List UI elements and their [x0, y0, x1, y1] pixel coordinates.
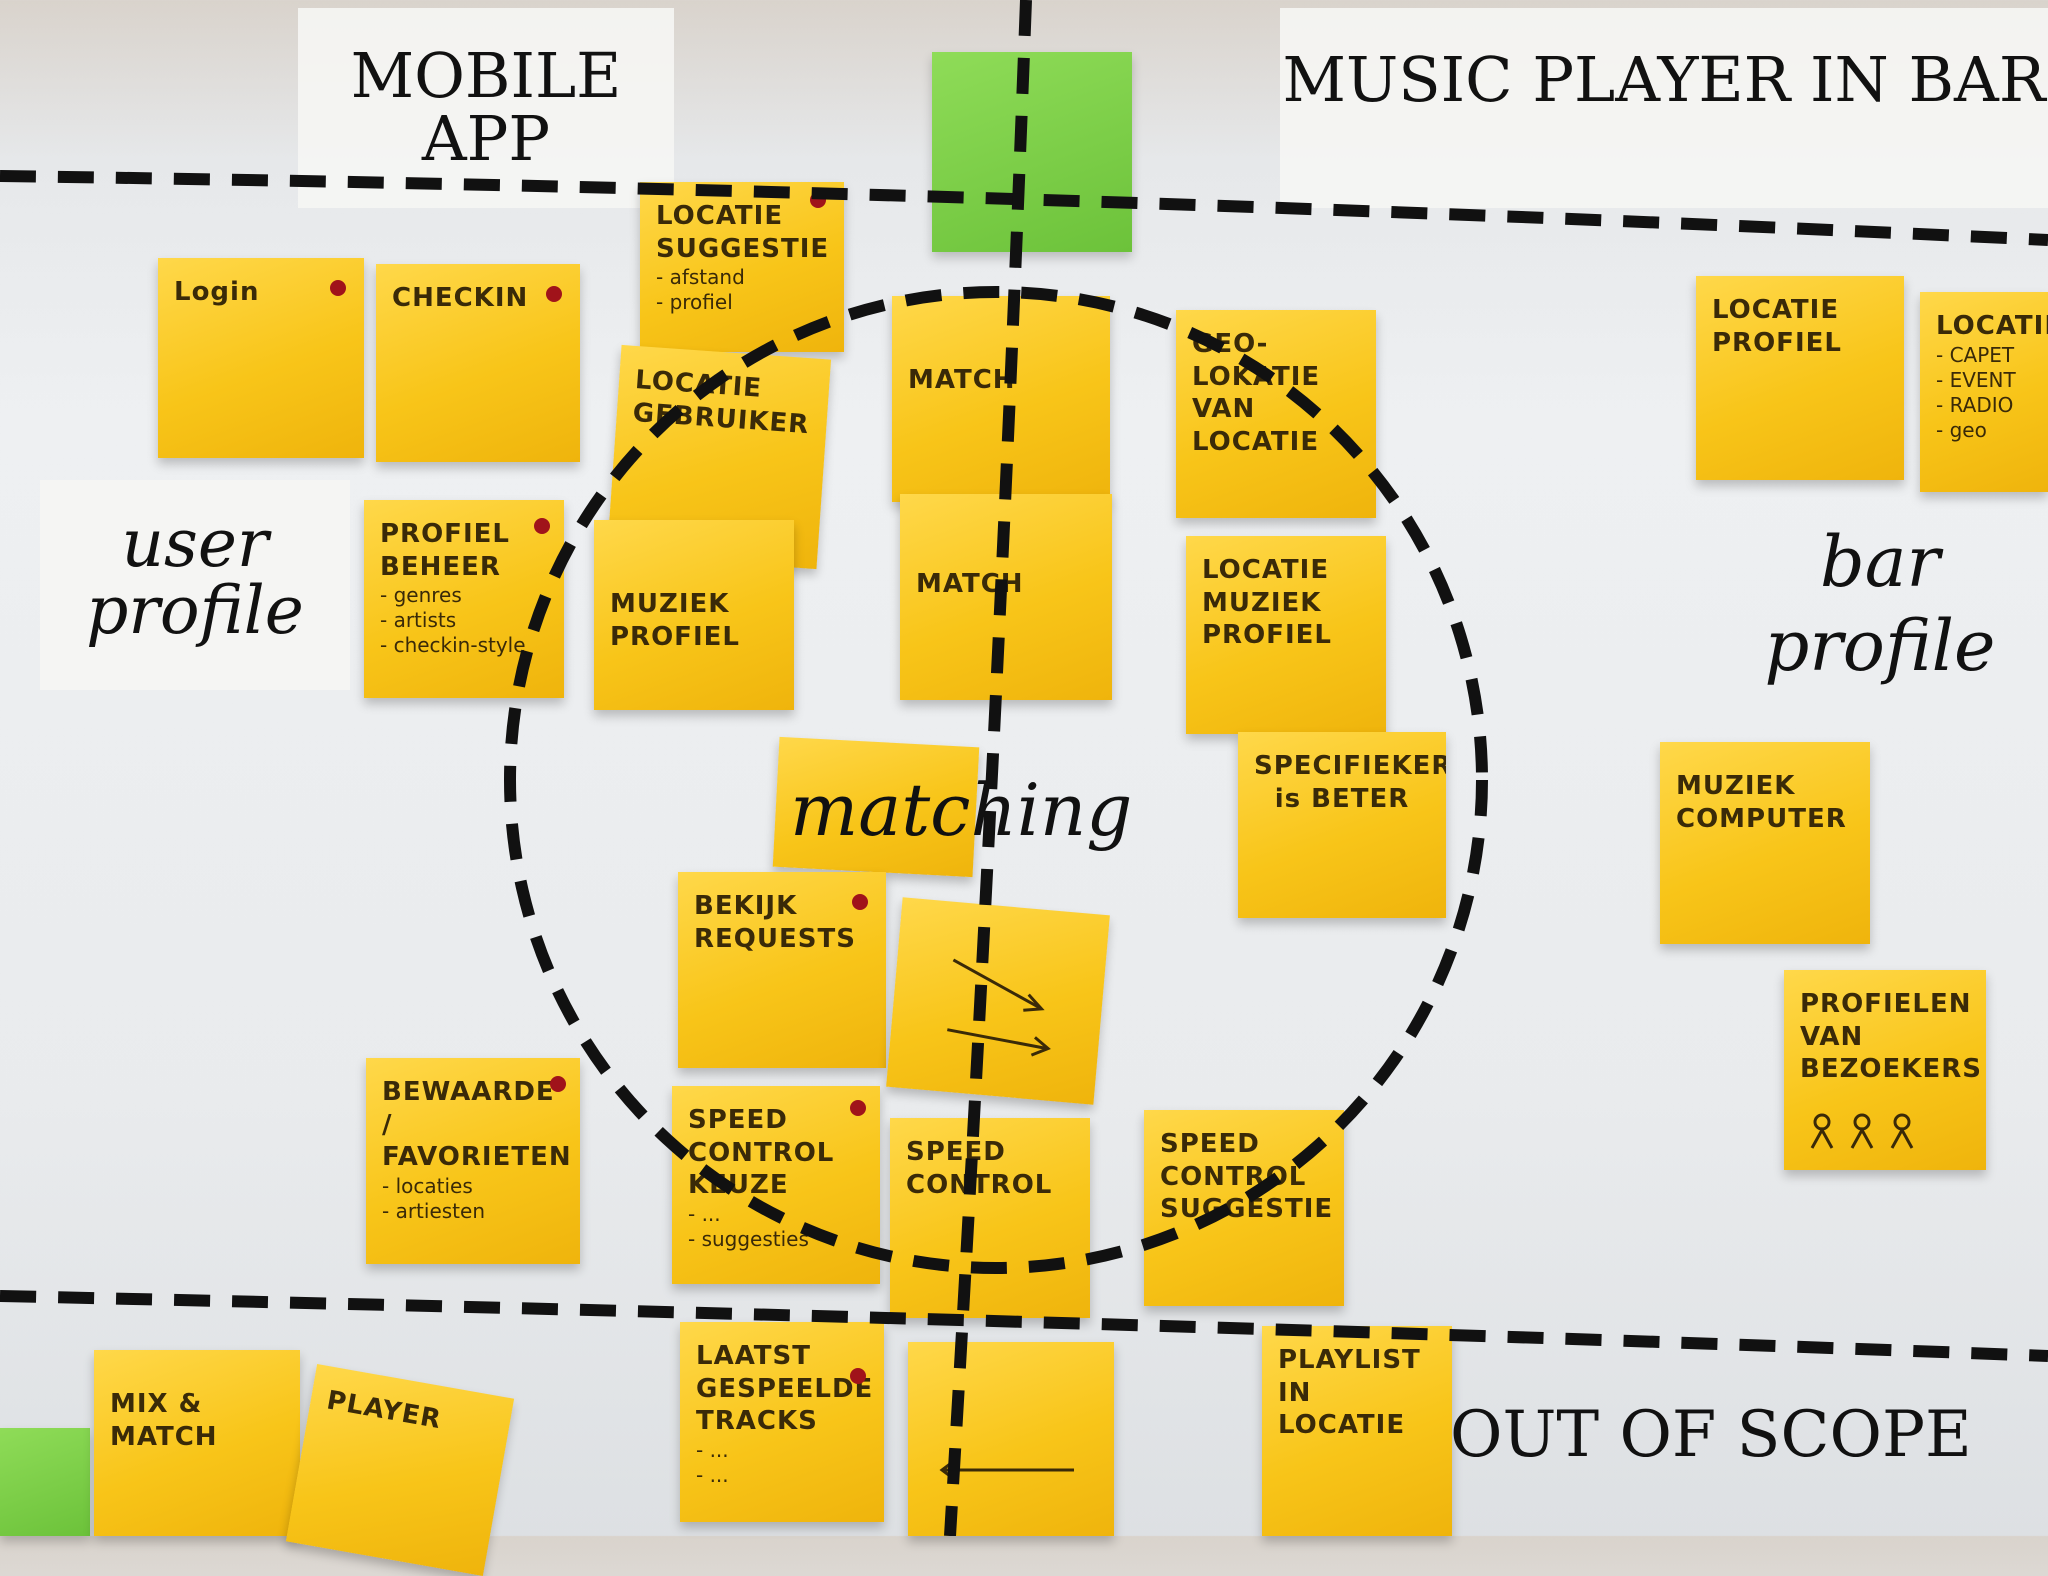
note-speed-control-keuze: SPEED CONTROL KEUZE - ... - suggesties	[672, 1086, 880, 1284]
note-specifieker: SPECIFIEKER is BETER	[1238, 732, 1446, 918]
dot-marker	[546, 286, 562, 302]
note-locatie-muziek-profiel: LOCATIE MUZIEK PROFIEL	[1186, 536, 1386, 734]
note-mix-match: MIX & MATCH	[94, 1350, 300, 1536]
note-login: Login	[158, 258, 364, 458]
note-speed-control-suggestie: SPEED CONTROL SUGGESTIE	[1144, 1110, 1344, 1306]
green-sticky-note-corner	[0, 1428, 90, 1536]
music-player-label: MUSIC PLAYER IN BAR	[1280, 8, 2048, 208]
note-arrow-left	[908, 1342, 1114, 1536]
dot-marker	[852, 894, 868, 910]
people-icon	[1810, 1113, 1914, 1149]
note-muziek-profiel: MUZIEK PROFIEL	[594, 520, 794, 710]
bar-profile-label: bar profile	[1740, 520, 2020, 688]
dot-marker	[550, 1076, 566, 1092]
note-bewaarde-favorieten: BEWAARDE / FAVORIETEN - locaties - artie…	[366, 1058, 580, 1264]
mobile-app-text: MOBILE APP	[350, 39, 622, 176]
note-profiel-beheer: PROFIEL BEHEER - genres - artists - chec…	[364, 500, 564, 698]
out-of-scope-text: OUT OF SCOPE	[1450, 1398, 1972, 1472]
dot-marker	[850, 1100, 866, 1116]
top-divider-line	[0, 170, 2048, 246]
note-muziek-computer: MUZIEK COMPUTER	[1660, 742, 1870, 944]
arrows-icon	[947, 958, 1051, 1057]
music-player-text: MUSIC PLAYER IN BAR	[1282, 43, 2046, 116]
dashed-guides	[0, 0, 2048, 1536]
note-playlist-locatie: PLAYLIST IN LOCATIE	[1262, 1326, 1452, 1536]
note-locatie-list: LOCATIE - CAPET - EVENT - RADIO - geo	[1920, 292, 2048, 492]
user-profile-text: user profile	[86, 505, 304, 650]
mobile-app-label: MOBILE APP	[298, 8, 674, 208]
dot-marker	[534, 518, 550, 534]
note-locatie-profiel: LOCATIE PROFIEL	[1696, 276, 1904, 480]
note-bekijk-requests: BEKIJK REQUESTS	[678, 872, 886, 1068]
note-profielen-bezoekers: PROFIELEN VAN BEZOEKERS	[1784, 970, 1986, 1170]
out-of-scope-label: OUT OF SCOPE	[1450, 1398, 1972, 1472]
note-laatst-gespeelde: LAATST GESPEELDE TRACKS - ... - ...	[680, 1322, 884, 1522]
note-checkin: CHECKIN	[376, 264, 580, 462]
bar-profile-text: bar profile	[1764, 521, 1996, 687]
matching-text: matching	[790, 768, 1133, 852]
dot-marker	[330, 280, 346, 296]
vertical-divider-line	[944, 0, 1032, 1536]
bottom-divider-line	[0, 1290, 2048, 1362]
note-speed-control: SPEED CONTROL	[890, 1118, 1090, 1318]
dot-marker	[850, 1368, 866, 1384]
green-sticky-note	[932, 52, 1132, 252]
user-profile-label: user profile	[40, 480, 350, 690]
matching-circle	[504, 286, 1488, 1274]
matching-label: matching	[790, 768, 1132, 852]
note-arrows	[886, 897, 1110, 1105]
